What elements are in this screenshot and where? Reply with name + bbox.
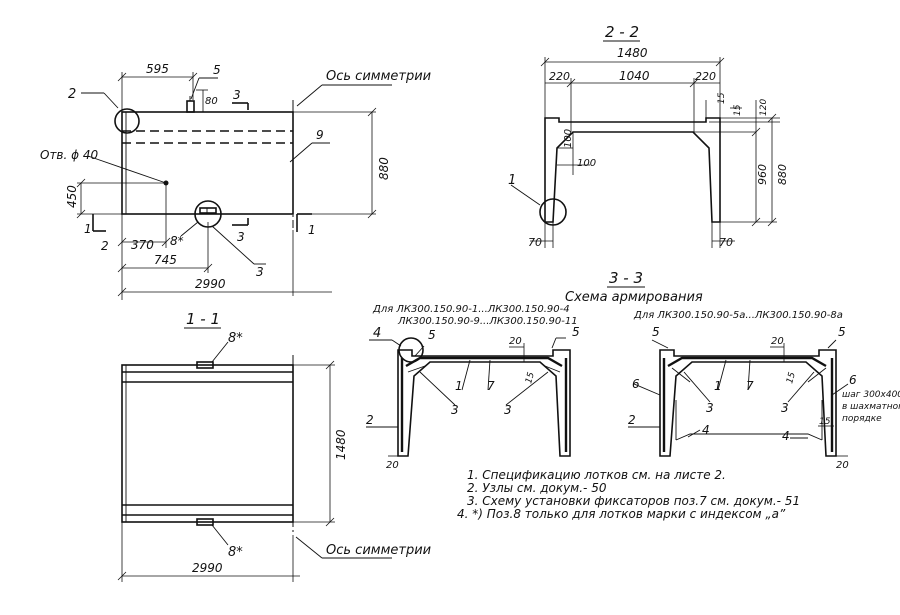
- plan-dim-80: 80: [205, 96, 218, 107]
- plan-dim-370: 370: [131, 238, 154, 252]
- detail-callout-2: [114, 108, 140, 134]
- s22-dim-70-right: 70: [719, 236, 733, 249]
- s33-right-dim-20b: 20: [836, 460, 849, 471]
- s33-left-mark-2: 2: [366, 413, 374, 427]
- plan-dim-745: 745: [154, 253, 177, 267]
- plan-dim-2990: 2990: [195, 277, 226, 291]
- section-1-1-labels: 1 - 1 8* 1480 8* Ось симметрии 2990: [184, 310, 431, 575]
- plan-mark-5: 5: [213, 63, 221, 77]
- s33-right-mark-5a: 5: [652, 325, 660, 339]
- s22-dim-960: 960: [756, 164, 769, 185]
- s33-left-mark-5a: 5: [428, 328, 436, 342]
- s33-right-dim-15b: 15: [819, 417, 831, 427]
- trough-3-3-right-outline: [659, 349, 837, 457]
- section-2-2-labels: 2 - 2 1480 220 1040 220 15 15 120 100 10…: [508, 23, 789, 249]
- plan-mark-2: 2: [68, 87, 76, 102]
- general-notes: 1. Спецификацию лотков см. на листе 2. 2…: [457, 468, 800, 521]
- note-4: 4. *) Поз.8 только для лотков марки с ин…: [457, 507, 786, 521]
- s33-right-mark-7: 7: [746, 379, 754, 393]
- s33-right-mark-3a: 3: [706, 401, 714, 415]
- plan-section-3-top: 3: [233, 88, 241, 102]
- section-2-2-view: [510, 57, 780, 248]
- s33-left-dim-20a: 20: [509, 336, 522, 347]
- s11-dim-2990: 2990: [192, 561, 223, 575]
- section-1-1-outline: [121, 364, 294, 523]
- s33-right-note-3: порядке: [842, 414, 882, 424]
- s33-right-note-1: шаг 300х400: [842, 390, 900, 400]
- plan-axis-label: Ось симметрии: [326, 69, 431, 84]
- plan-outline: [121, 111, 294, 215]
- plan-mark-9: 9: [316, 128, 324, 142]
- s33-right-mark-2: 2: [628, 413, 636, 427]
- s33-left-mark-3a: 3: [451, 403, 459, 417]
- s22-dim-15-b: 15: [733, 104, 743, 116]
- trough-3-3-left-outline: [397, 349, 571, 457]
- plan-section-1-right: 1: [308, 223, 316, 237]
- s33-left-callout-4: [398, 337, 424, 363]
- s33-right-mark-4a: 4: [702, 423, 710, 437]
- plan-section-1-left: 1: [84, 222, 92, 236]
- s22-dim-100-a: 100: [563, 129, 574, 148]
- s33-right-mark-6b: 6: [849, 373, 857, 387]
- section-3-3-right-view: [628, 339, 849, 457]
- plan-section-2-bottom: 2: [101, 239, 109, 253]
- plan-labels: 595 5 80 3 Ось симметрии 2 9 Отв. ϕ 40 8…: [40, 62, 431, 291]
- s33-scheme-title: Схема армирования: [565, 290, 703, 305]
- s22-dim-70-left: 70: [528, 236, 542, 249]
- s33-right-dim-20: 20: [771, 336, 784, 347]
- note-2: 2. Узлы см. докум.- 50: [467, 481, 607, 495]
- plan-view: [76, 72, 392, 300]
- s11-mark-8-top: 8*: [228, 331, 243, 346]
- section-3-3-left-view: [366, 337, 571, 457]
- s33-left-dim-20b: 20: [386, 460, 399, 471]
- s22-dim-1040: 1040: [619, 69, 650, 83]
- s33-right-mark-6a: 6: [632, 377, 640, 391]
- s33-left-mark-7: 7: [487, 379, 495, 393]
- plan-mark-3: 3: [256, 265, 264, 279]
- s22-dim-15-a: 15: [717, 92, 727, 104]
- s33-left-caption-1: Для ЛК300.150.90-1...ЛК300.150.90-4: [372, 304, 570, 315]
- s33-left-mark-3b: 3: [504, 403, 512, 417]
- s33-right-mark-1: 1: [714, 379, 722, 393]
- section-3-3-title: 3 - 3: [609, 269, 643, 287]
- s33-right-mark-3b: 3: [781, 401, 789, 415]
- s33-left-caption-2: ЛК300.150.90-9...ЛК300.150.90-11: [397, 316, 578, 327]
- s33-left-mark-1: 1: [455, 379, 463, 393]
- s22-dim-220-right: 220: [695, 70, 716, 83]
- s33-left-mark-4: 4: [373, 326, 381, 341]
- s22-dim-880: 880: [776, 164, 789, 185]
- s11-axis-label: Ось симметрии: [326, 543, 431, 558]
- plan-hole-label: Отв. ϕ 40: [40, 148, 99, 162]
- section-1-1-title: 1 - 1: [186, 310, 220, 328]
- section-3-3-right-labels: Для ЛК300.150.90-5а...ЛК300.150.90-8а 5 …: [628, 310, 900, 471]
- s22-mark-1: 1: [508, 173, 516, 188]
- s33-right-dim-15a: 15: [785, 371, 798, 385]
- note-1: 1. Спецификацию лотков см. на листе 2.: [467, 468, 726, 482]
- s22-dim-1480: 1480: [617, 46, 648, 60]
- s22-dim-120: 120: [759, 99, 769, 116]
- s11-mark-8-bottom: 8*: [228, 545, 243, 560]
- section-3-3-left-labels: 3 - 3 Схема армирования Для ЛК300.150.90…: [366, 269, 703, 471]
- s22-dim-220-left: 220: [549, 70, 570, 83]
- s11-dim-1480: 1480: [334, 429, 348, 460]
- s33-right-mark-4b: 4: [782, 429, 790, 443]
- plan-section-3-bottom: 3: [237, 230, 245, 244]
- plan-dim-880: 880: [377, 157, 391, 180]
- section-2-2-title: 2 - 2: [605, 23, 639, 41]
- s33-right-mark-5b: 5: [838, 325, 846, 339]
- s33-left-mark-5b: 5: [572, 325, 580, 339]
- plan-dim-595: 595: [146, 62, 169, 76]
- plan-dim-450: 450: [65, 185, 79, 208]
- s22-dim-100-b: 100: [577, 158, 596, 169]
- s33-right-caption: Для ЛК300.150.90-5а...ЛК300.150.90-8а: [633, 310, 843, 321]
- plan-mark-8star: 8*: [170, 234, 184, 248]
- section-1-1-view: [117, 341, 392, 582]
- s33-left-dim-15: 15: [524, 371, 537, 385]
- note-3: 3. Схему установки фиксаторов поз.7 см. …: [467, 494, 800, 508]
- s33-right-note-2: в шахматном: [842, 402, 900, 412]
